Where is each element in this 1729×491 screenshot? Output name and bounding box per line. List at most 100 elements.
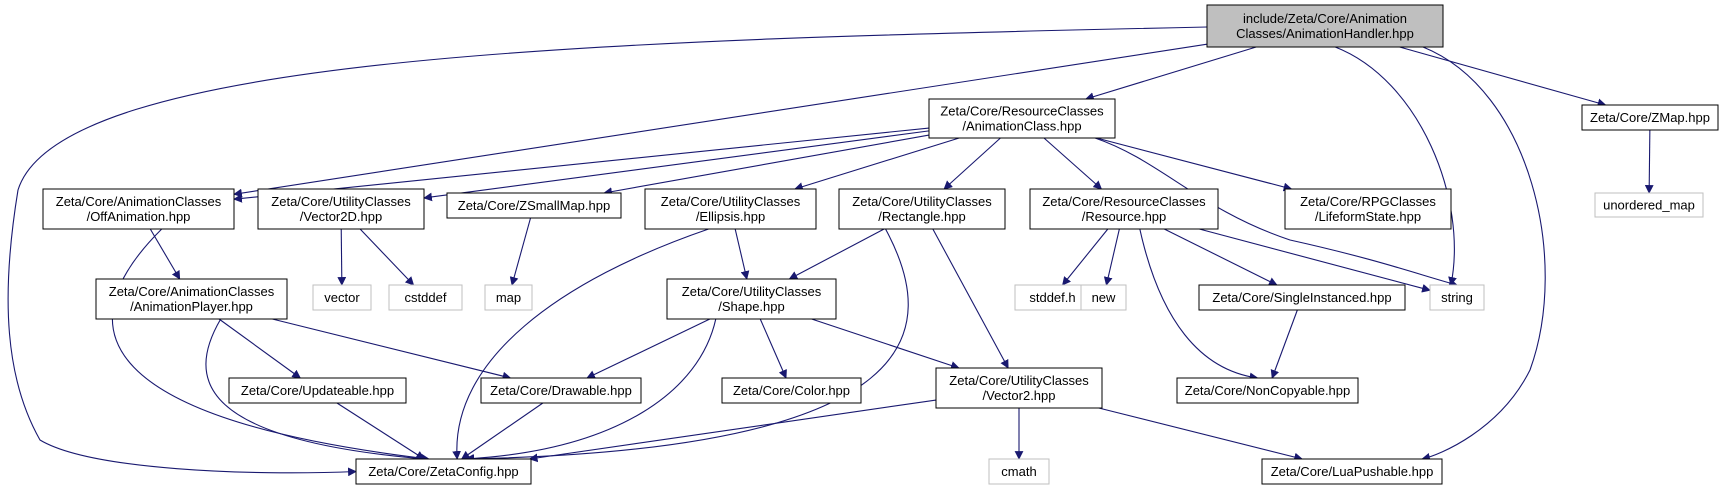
edge-layer: [7, 26, 1654, 477]
node-singleinst[interactable]: Zeta/Core/SingleInstanced.hpp: [1198, 284, 1406, 311]
edge-resource-to-singleinst: [1163, 228, 1278, 286]
node-box: [484, 284, 533, 311]
node-label: /Vector2.hpp: [983, 388, 1056, 403]
node-label: /Vector2D.hpp: [300, 209, 382, 224]
edge-animclass-to-offanim: [233, 127, 930, 203]
node-ellipsis[interactable]: Zeta/Core/UtilityClasses/Ellipsis.hpp: [644, 188, 817, 230]
edge-animclass-to-rectangle: [943, 137, 1001, 190]
edge-root-to-luapushable: [1421, 46, 1546, 462]
edge-vector2-to-zetaconfig: [528, 399, 937, 463]
edge-rectangle-to-zetaconfig: [465, 228, 909, 464]
node-box: [1014, 284, 1091, 311]
edge-animclass-to-resource: [1043, 137, 1103, 190]
node-box: [1198, 284, 1406, 311]
node-box: [988, 458, 1050, 485]
edge-ellipsis-to-shape: [734, 228, 750, 280]
node-box: [666, 278, 837, 320]
edge-vector2d-to-vector: [337, 228, 347, 286]
edge-vector2-to-luapushable: [1098, 407, 1304, 462]
edge-animplayer-to-zetaconfig: [205, 318, 427, 463]
node-box: [1206, 4, 1444, 48]
edge-shape-to-drawable: [586, 318, 711, 379]
node-map: map: [484, 284, 533, 311]
edge-animclass-to-zsmallmap: [603, 134, 930, 196]
node-box: [935, 367, 1103, 409]
node-label: Zeta/Core/RPGClasses: [1300, 194, 1436, 209]
node-rectangle[interactable]: Zeta/Core/UtilityClasses/Rectangle.hpp: [838, 188, 1006, 230]
edge-vector2d-to-cstddef: [359, 228, 415, 286]
edge-animplayer-to-updateable: [218, 318, 301, 379]
node-label: /Rectangle.hpp: [878, 209, 965, 224]
edge-resource-to-string: [1199, 228, 1431, 293]
edge-resource-to-stddef: [1062, 228, 1109, 286]
node-layer: include/Zeta/Core/AnimationClasses/Anima…: [42, 4, 1719, 485]
node-label: Zeta/Core/NonCopyable.hpp: [1185, 383, 1351, 398]
node-resource[interactable]: Zeta/Core/ResourceClasses/Resource.hpp: [1029, 188, 1219, 230]
edge-animclass-to-string: [1094, 137, 1458, 288]
edge-root-to-zmap: [1399, 46, 1607, 108]
edge-zsmallmap-to-map: [509, 217, 532, 286]
node-zetaconfig[interactable]: Zeta/Core/ZetaConfig.hpp: [355, 458, 532, 485]
edge-drawable-to-zetaconfig: [460, 402, 544, 460]
node-label: Zeta/Core/Drawable.hpp: [490, 383, 632, 398]
edge-root-to-animclass: [1085, 46, 1257, 101]
node-luapushable[interactable]: Zeta/Core/LuaPushable.hpp: [1261, 458, 1443, 485]
node-box: [644, 188, 817, 230]
edge-resource-to-new: [1103, 228, 1120, 286]
node-box: [95, 278, 288, 320]
edge-shape-to-color: [759, 318, 787, 379]
node-label: Zeta/Core/ZetaConfig.hpp: [368, 464, 518, 479]
node-label: Classes/AnimationHandler.hpp: [1236, 26, 1414, 41]
node-label: /AnimationPlayer.hpp: [130, 299, 253, 314]
node-label: Zeta/Core/UtilityClasses: [682, 284, 822, 299]
node-stddef: stddef.h: [1014, 284, 1091, 311]
node-string: string: [1429, 284, 1485, 311]
node-box: [355, 458, 532, 485]
node-label: Zeta/Core/Updateable.hpp: [241, 383, 394, 398]
node-label: Zeta/Core/UtilityClasses: [852, 194, 992, 209]
edge-rectangle-to-shape: [788, 228, 885, 280]
node-box: [1080, 284, 1127, 311]
node-box: [1429, 284, 1485, 311]
node-label: Zeta/Core/UtilityClasses: [949, 373, 1089, 388]
node-label: /Resource.hpp: [1082, 209, 1167, 224]
edge-zmap-to-unordered_map: [1644, 129, 1654, 194]
node-box: [1261, 458, 1443, 485]
node-label: Zeta/Core/SingleInstanced.hpp: [1212, 290, 1391, 305]
node-zsmallmap[interactable]: Zeta/Core/ZSmallMap.hpp: [446, 192, 622, 219]
node-box: [42, 188, 235, 230]
node-box: [257, 188, 425, 230]
node-label: stddef.h: [1029, 290, 1075, 305]
node-box: [1284, 188, 1452, 230]
node-label: Zeta/Core/LuaPushable.hpp: [1271, 464, 1434, 479]
node-lifeform[interactable]: Zeta/Core/RPGClasses/LifeformState.hpp: [1284, 188, 1452, 230]
node-box: [480, 377, 642, 404]
node-animclass[interactable]: Zeta/Core/ResourceClasses/AnimationClass…: [928, 98, 1116, 139]
node-label: Zeta/Core/UtilityClasses: [271, 194, 411, 209]
edge-root-to-zetaconfig: [7, 26, 1208, 477]
node-updateable[interactable]: Zeta/Core/Updateable.hpp: [228, 377, 407, 404]
node-animplayer[interactable]: Zeta/Core/AnimationClasses/AnimationPlay…: [95, 278, 288, 320]
node-vector2[interactable]: Zeta/Core/UtilityClasses/Vector2.hpp: [935, 367, 1103, 409]
node-box: [388, 284, 463, 311]
node-label: /OffAnimation.hpp: [87, 209, 191, 224]
node-offanim[interactable]: Zeta/Core/AnimationClasses/OffAnimation.…: [42, 188, 235, 230]
node-root[interactable]: include/Zeta/Core/AnimationClasses/Anima…: [1206, 4, 1444, 48]
edge-shape-to-vector2: [811, 318, 960, 370]
node-shape[interactable]: Zeta/Core/UtilityClasses/Shape.hpp: [666, 278, 837, 320]
node-label: Zeta/Core/UtilityClasses: [661, 194, 801, 209]
node-label: /Shape.hpp: [718, 299, 785, 314]
node-cstddef: cstddef: [388, 284, 463, 311]
node-zmap[interactable]: Zeta/Core/ZMap.hpp: [1581, 104, 1719, 131]
node-label: /LifeformState.hpp: [1315, 209, 1421, 224]
node-label: /AnimationClass.hpp: [962, 119, 1081, 134]
node-vector: vector: [312, 284, 372, 311]
node-drawable[interactable]: Zeta/Core/Drawable.hpp: [480, 377, 642, 404]
edge-animplayer-to-drawable: [272, 318, 512, 381]
node-label: Zeta/Core/ResourceClasses: [1042, 194, 1206, 209]
node-vector2d[interactable]: Zeta/Core/UtilityClasses/Vector2D.hpp: [257, 188, 425, 230]
node-noncopyable[interactable]: Zeta/Core/NonCopyable.hpp: [1176, 377, 1359, 404]
node-label: cstddef: [405, 290, 447, 305]
node-color[interactable]: Zeta/Core/Color.hpp: [721, 377, 862, 404]
edge-animclass-to-vector2d: [423, 130, 930, 202]
